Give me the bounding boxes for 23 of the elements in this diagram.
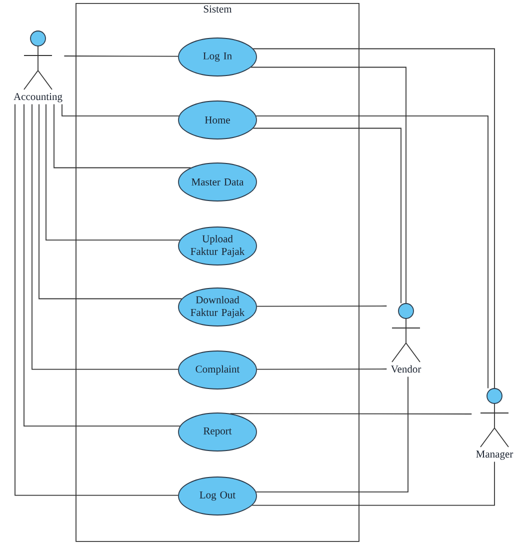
actor: Accounting (14, 30, 62, 102)
association-line (14, 104, 179, 496)
association-line (256, 306, 388, 307)
actor: Manager (476, 388, 514, 460)
association-line (250, 66, 406, 304)
association-line (256, 116, 488, 389)
association-line (256, 368, 388, 370)
association-line (32, 104, 179, 370)
association-line (252, 461, 495, 506)
association-line (46, 104, 180, 240)
association-line (38, 104, 182, 300)
association-line (64, 56, 179, 57)
node-label: Accounting (14, 93, 62, 102)
node-label: Manager (476, 450, 514, 460)
actor: Vendor (390, 303, 422, 373)
association-line (54, 104, 192, 168)
association-line (252, 128, 402, 304)
association-line (62, 104, 180, 116)
association-line (24, 104, 180, 426)
association-line (256, 376, 408, 492)
association-line (230, 413, 472, 414)
node-label: Vendor (390, 365, 422, 373)
association-line (252, 48, 495, 389)
